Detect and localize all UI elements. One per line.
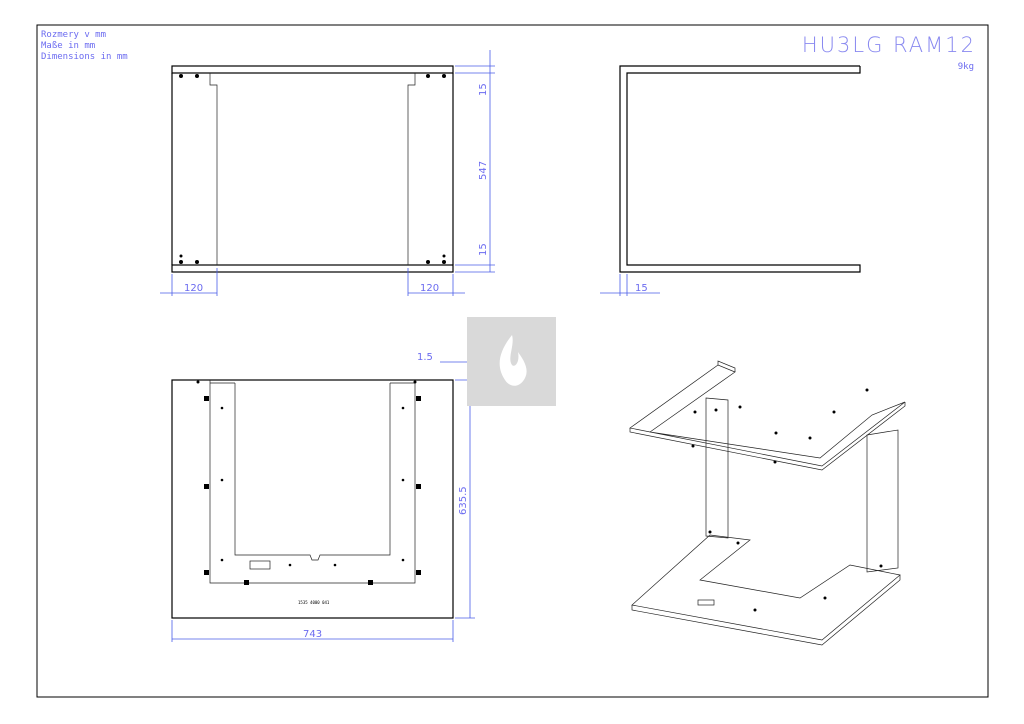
dim-front-bottom-flange: 15	[478, 243, 489, 256]
side-view: 15	[600, 65, 861, 296]
note-de: Maße in mm	[41, 41, 96, 51]
dim-left-panel: 120	[184, 283, 203, 294]
note-en: Dimensions in mm	[41, 52, 128, 62]
weight-label: 9kg	[957, 62, 974, 72]
isometric-view	[629, 360, 906, 646]
dim-right-panel: 120	[420, 283, 439, 294]
part-number: 1535 4000 041	[298, 600, 330, 605]
dim-front-height: 547	[478, 161, 489, 180]
dim-side-flange: 15	[635, 283, 648, 294]
dim-plate-width: 743	[303, 629, 322, 640]
dim-plate-thickness: 1.5	[417, 352, 433, 363]
dim-plate-depth: 635.5	[458, 486, 469, 515]
note-cs: Rozmery v mm	[41, 30, 107, 40]
drawing-frame	[36, 24, 989, 698]
plan-view: 1535 4000 041 1.5 635.5 743	[171, 352, 475, 642]
drawing-title: HU3LG RAM12	[801, 33, 976, 57]
watermark-logo	[467, 317, 556, 406]
dim-front-top-flange: 15	[478, 83, 489, 96]
front-view: 15 547 15 120 120	[160, 50, 495, 296]
